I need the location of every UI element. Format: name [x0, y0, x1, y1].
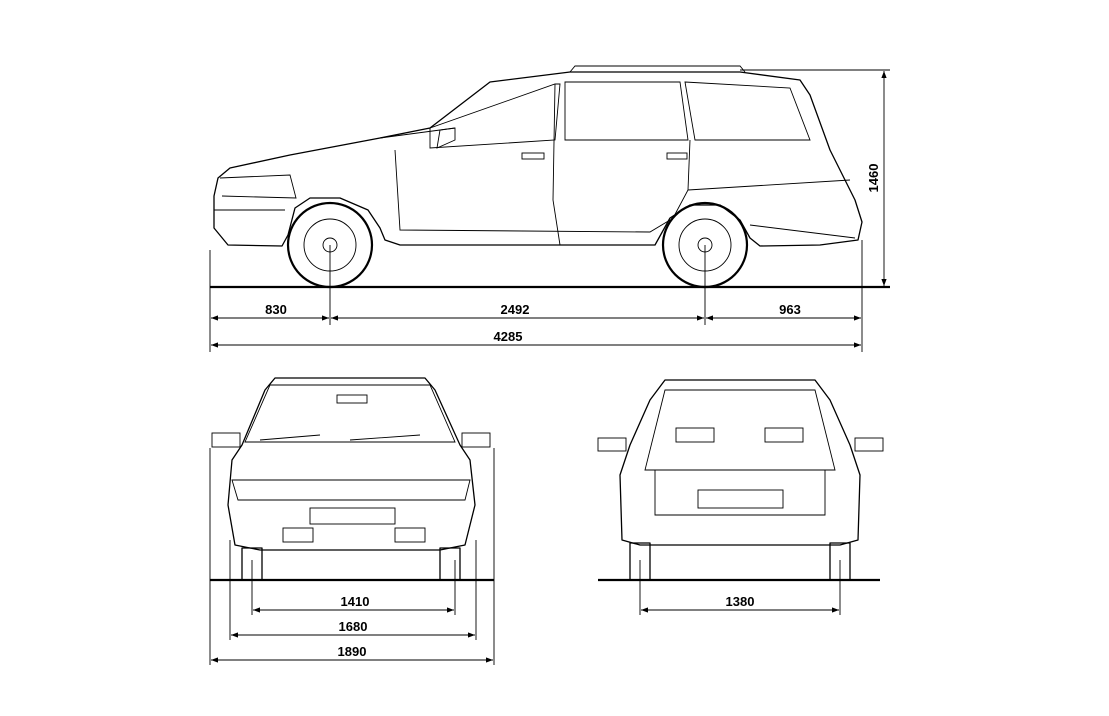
side-view: 830 2492 963 4285 1460	[209, 65, 890, 352]
dim-rear-track: 1380	[726, 594, 755, 609]
side-dimensions: 830 2492 963 4285 1460	[209, 69, 890, 352]
dim-front-track: 1410	[341, 594, 370, 609]
dim-width-with-mirrors: 1890	[338, 644, 367, 659]
dim-wheelbase: 2492	[501, 302, 530, 317]
front-view: 1410 1680 1890	[209, 377, 495, 665]
dim-overall-height: 1460	[866, 164, 881, 193]
front-dimensions: 1410 1680 1890	[209, 448, 495, 665]
dim-overall-length: 4285	[494, 329, 523, 344]
car-body-front	[211, 377, 491, 581]
dim-rear-overhang: 963	[779, 302, 801, 317]
rear-dimensions: 1380	[639, 560, 841, 615]
dim-body-width: 1680	[339, 619, 368, 634]
car-body-rear	[597, 379, 884, 581]
rear-view: 1380	[597, 379, 884, 615]
dim-front-overhang: 830	[265, 302, 287, 317]
car-body-side	[213, 65, 863, 247]
